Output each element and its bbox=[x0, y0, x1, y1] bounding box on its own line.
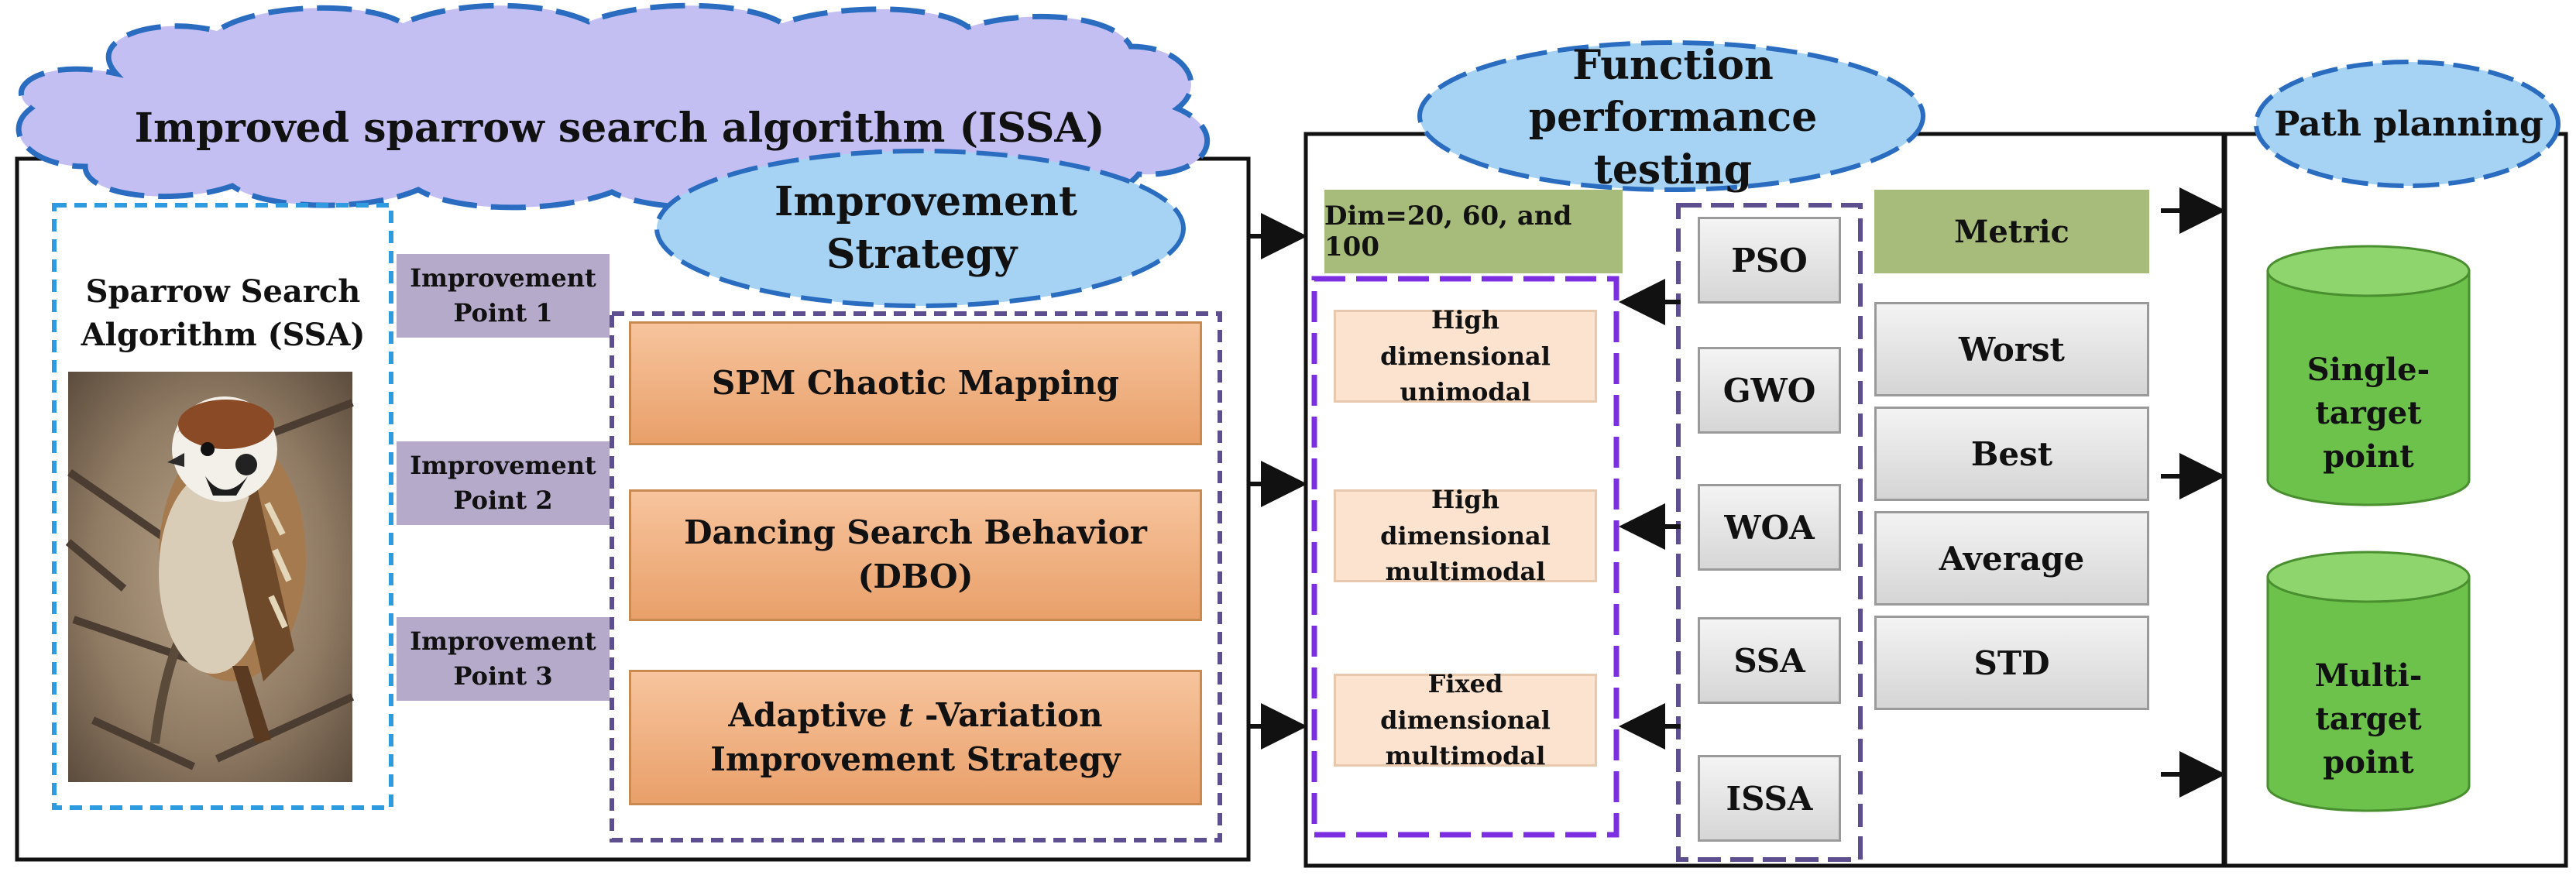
strategy-spm: SPM Chaotic Mapping bbox=[629, 321, 1202, 445]
target-single: Single-target point bbox=[2268, 333, 2469, 475]
strategy-adaptive-line2: Improvement Strategy bbox=[710, 739, 1121, 778]
metric-header: Metric bbox=[1874, 190, 2149, 273]
function-unimodal: High dimensional unimodal bbox=[1334, 305, 1597, 407]
algo-woa: WOA bbox=[1698, 484, 1841, 571]
algo-ssa: SSA bbox=[1698, 617, 1841, 704]
algo-issa: ISSA bbox=[1698, 755, 1841, 842]
cylinder-multi bbox=[2266, 551, 2471, 812]
improvement-point-2: Improvement Point 2 bbox=[397, 441, 610, 525]
testing-title: Function performance testing bbox=[1528, 41, 1818, 194]
target-multi: Multi-target point bbox=[2268, 639, 2469, 781]
functions-dashed-box bbox=[1311, 276, 1619, 838]
strategy-adaptive-line1: Adaptive t -Variation bbox=[728, 695, 1103, 734]
strategy-title-text: Improvement Strategy bbox=[775, 178, 1078, 278]
metric-worst: Worst bbox=[1874, 302, 2149, 396]
improvement-point-3: Improvement Point 3 bbox=[397, 617, 610, 701]
function-fixed-multimodal: Fixed dimensional multimodal bbox=[1334, 669, 1597, 770]
function-multimodal: High dimensional multimodal bbox=[1334, 485, 1597, 586]
target-single-label: Single-target point bbox=[2306, 352, 2430, 475]
ssa-label: Sparrow Search Algorithm (SSA) bbox=[81, 273, 366, 353]
sparrow-image bbox=[65, 372, 355, 782]
algorithms-dashed-box bbox=[1676, 203, 1863, 862]
strategy-dbo: Dancing Search Behavior (DBO) bbox=[629, 489, 1202, 621]
algo-gwo: GWO bbox=[1698, 347, 1841, 434]
strategy-ellipse bbox=[654, 149, 1186, 308]
strategies-dashed-box bbox=[610, 311, 1222, 842]
improvement-point-1: Improvement Point 1 bbox=[397, 254, 610, 338]
path-title-ellipse bbox=[2254, 60, 2561, 188]
cylinder-single bbox=[2266, 245, 2471, 506]
metric-std: STD bbox=[1874, 616, 2149, 710]
strategy-adaptive-t: Adaptive t -Variation Improvement Strate… bbox=[629, 670, 1202, 805]
target-multi-label: Multi-target point bbox=[2314, 657, 2423, 781]
metric-best: Best bbox=[1874, 407, 2149, 501]
metric-average: Average bbox=[1874, 511, 2149, 606]
testing-title-ellipse bbox=[1417, 40, 1925, 192]
ssa-dashed-box bbox=[52, 203, 393, 810]
issa-title: Improved sparrow search algorithm (ISSA) bbox=[134, 104, 1105, 152]
algo-pso: PSO bbox=[1698, 217, 1841, 304]
path-title: Path planning bbox=[2274, 104, 2543, 144]
strategy-title: Improvement Strategy bbox=[720, 174, 1123, 283]
dim-label: Dim=20, 60, and 100 bbox=[1324, 190, 1623, 273]
